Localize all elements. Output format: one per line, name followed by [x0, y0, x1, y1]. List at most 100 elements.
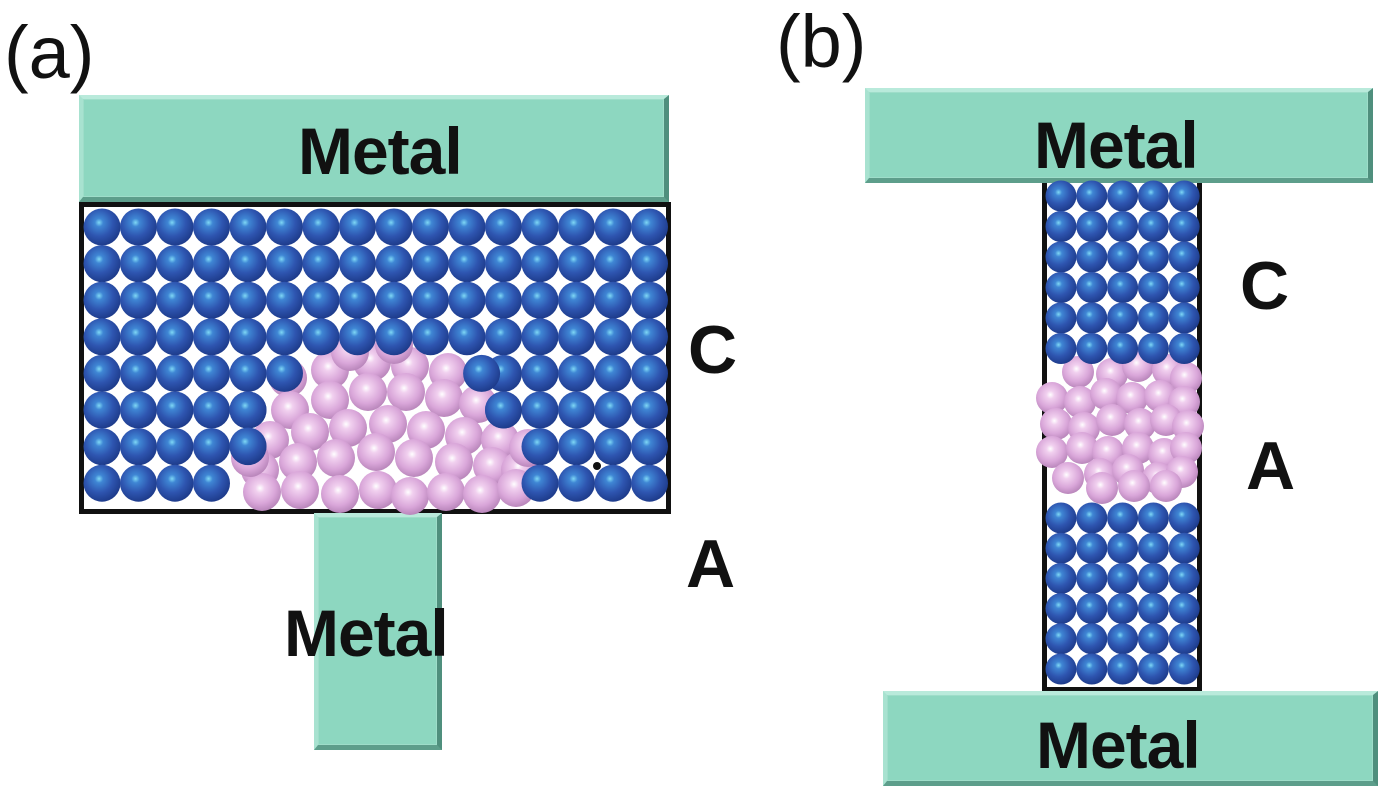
- crystalline-atom: [1107, 502, 1139, 534]
- crystalline-atom: [83, 428, 121, 466]
- crystalline-atom: [339, 245, 376, 283]
- crystalline-atom: [156, 354, 194, 392]
- amorphous-atom: [1150, 470, 1182, 502]
- crystalline-atom: [485, 391, 522, 429]
- top-metal-label-a: Metal: [298, 114, 463, 188]
- amorphous-atom: [321, 475, 359, 513]
- crystalline-atom: [266, 208, 303, 246]
- crystalline-atom: [412, 245, 449, 283]
- crystalline-atom: [120, 391, 157, 429]
- crystalline-atom: [631, 391, 668, 429]
- crystalline-atom: [156, 391, 194, 429]
- crystalline-atom: [1107, 211, 1139, 242]
- crystalline-atom: [1076, 623, 1108, 655]
- crystalline-atom: [1045, 180, 1077, 212]
- crystalline-atom: [1045, 333, 1077, 364]
- crystalline-atom: [1076, 562, 1108, 594]
- crystalline-atom: [1076, 502, 1108, 534]
- crystalline-atom: [193, 354, 230, 392]
- crystalline-atom: [1076, 593, 1108, 625]
- crystalline-atom: [193, 245, 230, 283]
- amorphous-atom: [1036, 436, 1068, 468]
- crystalline-atom: [375, 245, 413, 283]
- crystalline-atom: [266, 318, 303, 356]
- crystalline-atom: [375, 318, 413, 356]
- amorphous-atom: [1086, 472, 1118, 504]
- crystalline-atom: [1107, 333, 1139, 364]
- crystalline-atom: [521, 245, 559, 283]
- crystalline-atom: [83, 354, 121, 392]
- bottom-metal-electrode-a: [314, 513, 442, 750]
- crystalline-atom: [594, 208, 632, 246]
- crystalline-atom: [1076, 653, 1108, 685]
- crystalline-atom: [156, 281, 194, 319]
- crystalline-atom: [631, 354, 668, 392]
- crystalline-atom: [1076, 333, 1108, 364]
- crystalline-atom: [156, 318, 194, 356]
- crystalline-atom: [1137, 653, 1169, 685]
- crystalline-atom: [631, 208, 668, 246]
- amorphous-atom: [1116, 382, 1148, 414]
- crystalline-atom: [1137, 502, 1169, 534]
- crystalline-atom: [1137, 623, 1169, 655]
- crystalline-atom: [193, 281, 230, 319]
- crystalline-atom: [339, 318, 376, 356]
- crystalline-atom: [120, 354, 157, 392]
- amorphous-atom: [291, 413, 329, 451]
- crystalline-atom: [339, 208, 376, 246]
- crystalline-atom: [1168, 502, 1200, 534]
- crystalline-atom: [83, 318, 121, 356]
- crystalline-atom: [1107, 653, 1139, 685]
- amorphous-label-a: A: [686, 526, 736, 602]
- defect-mark: [593, 462, 601, 470]
- crystalline-atom: [558, 245, 595, 283]
- crystalline-atom: [302, 318, 340, 356]
- top-metal-electrode-a: [79, 95, 669, 202]
- crystalline-atom: [1045, 623, 1077, 655]
- crystalline-atom: [594, 281, 632, 319]
- crystalline-atom: [1168, 333, 1200, 364]
- crystalline-atom: [558, 391, 595, 429]
- crystalline-atom: [485, 318, 522, 356]
- crystalline-atom: [463, 354, 501, 392]
- panel-label-b: (b): [776, 0, 867, 83]
- crystalline-atom: [558, 354, 595, 392]
- amorphous-atom: [243, 473, 281, 511]
- crystalline-atom: [1076, 241, 1108, 273]
- crystalline-atom: [229, 354, 267, 392]
- crystalline-atom: [1137, 302, 1169, 334]
- amorphous-label-b: A: [1246, 428, 1296, 504]
- bottom-metal-label-a: Metal: [284, 596, 449, 670]
- crystalline-atom: [448, 318, 486, 356]
- top-metal-label-b: Metal: [1034, 108, 1199, 182]
- amorphous-atom: [1124, 408, 1156, 440]
- crystalline-atom: [1045, 502, 1077, 534]
- crystalline-atom: [1045, 302, 1077, 334]
- crystalline-atom: [1045, 211, 1077, 242]
- amorphous-atom: [311, 381, 349, 419]
- crystalline-atom: [594, 391, 632, 429]
- crystalline-atom: [83, 391, 121, 429]
- crystalline-atom: [1137, 593, 1169, 625]
- crystalline-atom: [229, 427, 267, 465]
- crystalline-atom: [1137, 211, 1169, 242]
- amorphous-atom: [1170, 432, 1202, 464]
- crystalline-atom: [412, 281, 449, 319]
- crystalline-atom: [1137, 180, 1169, 212]
- amorphous-atom: [281, 471, 319, 509]
- crystalline-atom: [339, 281, 376, 319]
- crystalline-atom: [1107, 272, 1139, 303]
- crystalline-atom: [1107, 593, 1139, 625]
- crystalline-atom: [302, 245, 340, 283]
- crystalline-atom: [594, 245, 632, 283]
- crystalline-atom: [594, 354, 632, 392]
- crystalline-atom: [558, 428, 595, 466]
- amorphous-atom: [279, 443, 317, 481]
- crystalline-atom: [558, 208, 595, 246]
- crystalline-atom: [594, 318, 632, 356]
- crystalline-atom: [156, 208, 194, 246]
- crystalline-atom: [448, 245, 486, 283]
- amorphous-atom: [317, 439, 355, 477]
- bottom-metal-electrode-b: [883, 691, 1378, 786]
- crystalline-atom: [83, 208, 121, 246]
